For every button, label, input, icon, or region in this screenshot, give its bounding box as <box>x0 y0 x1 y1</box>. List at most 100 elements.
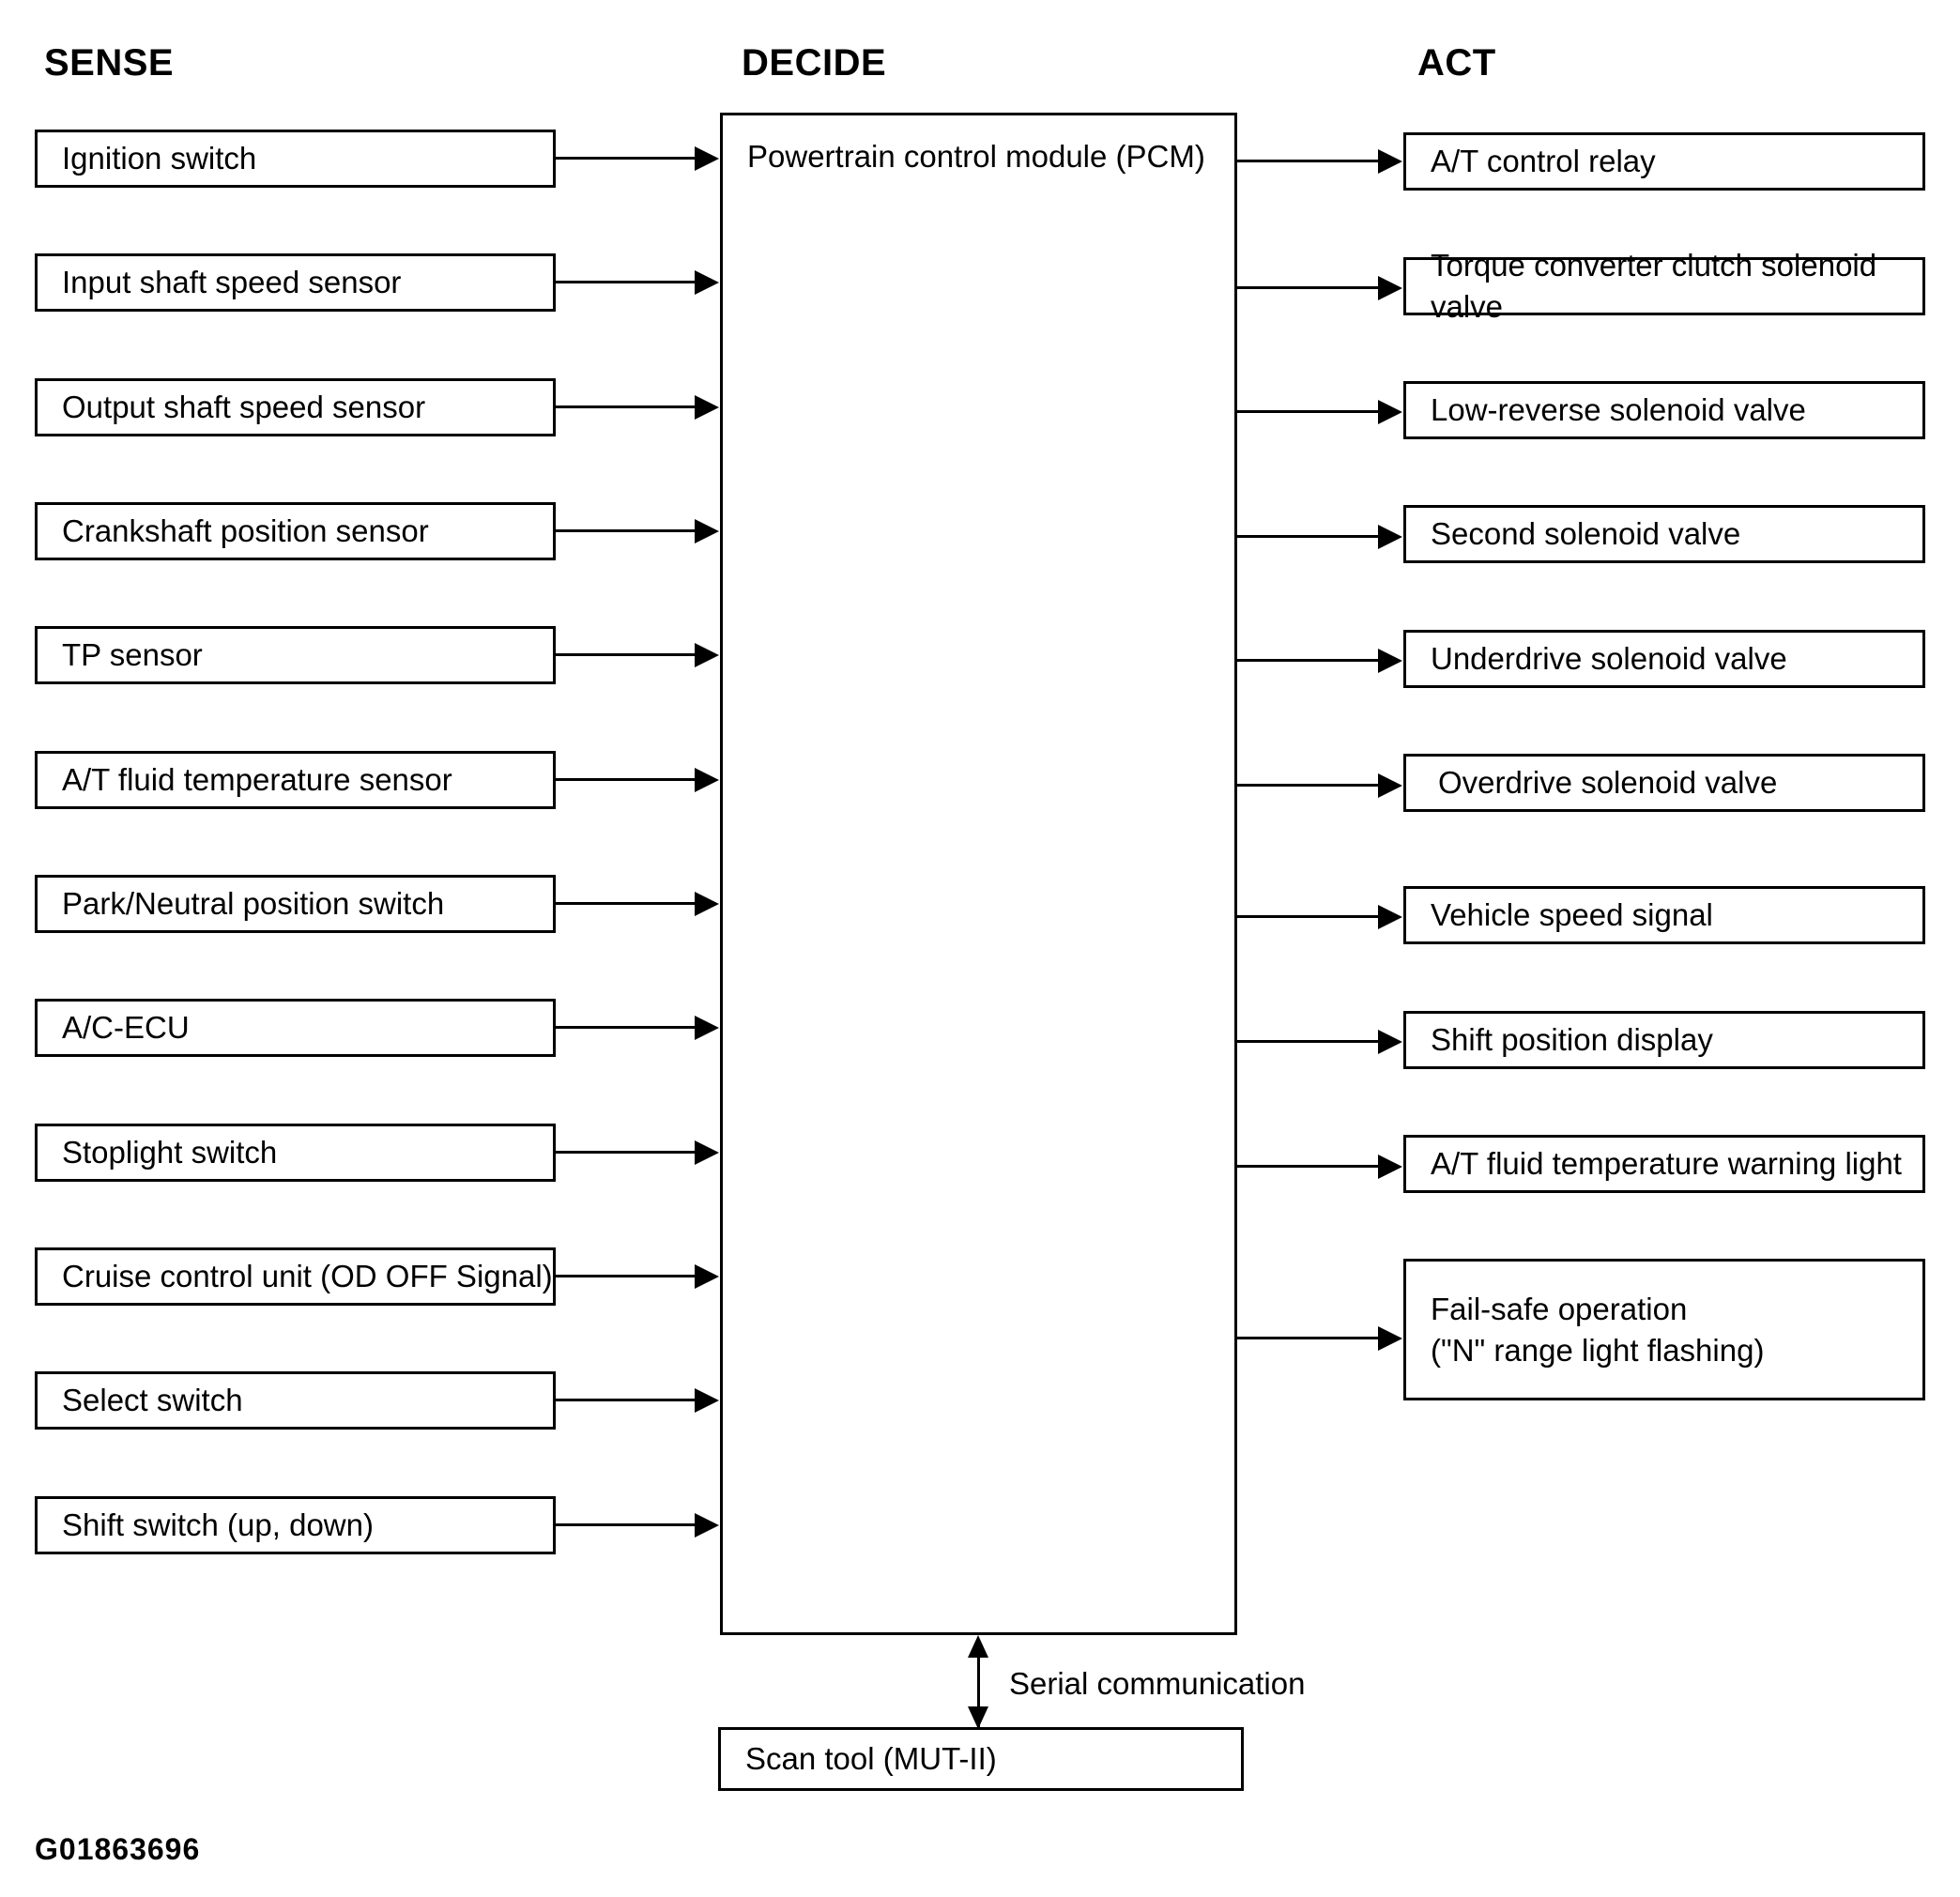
connector-sense-3 <box>556 405 695 408</box>
act-node-label: Torque converter clutch solenoid valve <box>1431 248 1877 324</box>
connector-sense-6 <box>556 778 695 781</box>
connector-act-6 <box>1237 784 1378 787</box>
sense-node-park-neutral-position-switch[interactable]: Park/Neutral position switch <box>35 875 556 933</box>
arrowhead-sense-2-icon <box>695 270 719 295</box>
connector-sense-10 <box>556 1275 695 1277</box>
arrowhead-act-2-icon <box>1378 276 1402 300</box>
act-node-low-reverse-solenoid-valve[interactable]: Low-reverse solenoid valve <box>1403 381 1925 439</box>
act-node-label: A/T fluid temperature warning light <box>1431 1146 1902 1182</box>
act-node-label: A/T control relay <box>1431 144 1656 179</box>
connector-sense-7 <box>556 902 695 905</box>
act-node-at-fluid-temperature-warning-light[interactable]: A/T fluid temperature warning light <box>1403 1135 1925 1193</box>
connector-sense-2 <box>556 281 695 283</box>
serial-communication-label: Serial communication <box>1009 1666 1306 1701</box>
scan-tool-node[interactable]: Scan tool (MUT-II) <box>718 1727 1244 1791</box>
act-node-label: Second solenoid valve <box>1431 516 1741 552</box>
arrowhead-sense-1-icon <box>695 146 719 171</box>
connector-act-4 <box>1237 535 1378 538</box>
sense-node-label: Ignition switch <box>62 141 257 176</box>
act-node-label: Shift position display <box>1431 1022 1713 1058</box>
connector-sense-4 <box>556 529 695 532</box>
arrowhead-act-6-icon <box>1378 773 1402 798</box>
sense-node-input-shaft-speed-sensor[interactable]: Input shaft speed sensor <box>35 253 556 312</box>
arrowhead-sense-7-icon <box>695 892 719 916</box>
connector-act-10 <box>1237 1337 1378 1339</box>
arrowhead-act-8-icon <box>1378 1030 1402 1054</box>
sense-node-label: Crankshaft position sensor <box>62 513 429 549</box>
arrowhead-sense-8-icon <box>695 1016 719 1040</box>
sense-node-label: A/T fluid temperature sensor <box>62 762 452 798</box>
act-node-shift-position-display[interactable]: Shift position display <box>1403 1011 1925 1069</box>
sense-node-crankshaft-position-sensor[interactable]: Crankshaft position sensor <box>35 502 556 560</box>
arrowhead-sense-3-icon <box>695 395 719 420</box>
arrowhead-act-7-icon <box>1378 905 1402 929</box>
act-node-fail-safe-operation[interactable]: Fail-safe operation ("N" range light fla… <box>1403 1259 1925 1400</box>
act-node-torque-converter-clutch-solenoid-valve[interactable]: Torque converter clutch solenoid valve <box>1403 248 1925 324</box>
connector-act-8 <box>1237 1040 1378 1043</box>
sense-node-label: Stoplight switch <box>62 1135 278 1170</box>
pcm-node-label: Powertrain control module (PCM) <box>747 139 1205 174</box>
figure-id-code: G01863696 <box>35 1832 201 1866</box>
arrowhead-act-5-icon <box>1378 649 1402 673</box>
act-node-label: Underdrive solenoid valve <box>1431 641 1787 677</box>
arrowhead-act-4-icon <box>1378 525 1402 549</box>
arrowhead-sense-10-icon <box>695 1264 719 1289</box>
connector-act-2 <box>1237 286 1378 289</box>
connector-act-1 <box>1237 160 1378 162</box>
arrowhead-sense-9-icon <box>695 1140 719 1165</box>
connector-act-9 <box>1237 1165 1378 1168</box>
act-node-second-solenoid-valve[interactable]: Second solenoid valve <box>1403 505 1925 563</box>
arrowhead-sense-12-icon <box>695 1513 719 1537</box>
arrowhead-sense-4-icon <box>695 519 719 543</box>
sense-node-label: TP sensor <box>62 637 203 673</box>
sense-node-label: Cruise control unit (OD OFF Signal) <box>62 1259 553 1294</box>
connector-act-3 <box>1237 410 1378 413</box>
arrowhead-sense-6-icon <box>695 768 719 792</box>
sense-node-shift-switch[interactable]: Shift switch (up, down) <box>35 1496 556 1554</box>
connector-act-7 <box>1237 915 1378 918</box>
sense-node-output-shaft-speed-sensor[interactable]: Output shaft speed sensor <box>35 378 556 436</box>
arrowhead-serial-down-icon <box>968 1706 988 1729</box>
scan-tool-label: Scan tool (MUT-II) <box>745 1741 997 1777</box>
sense-node-cruise-control-unit[interactable]: Cruise control unit (OD OFF Signal) <box>35 1247 556 1306</box>
sense-node-tp-sensor[interactable]: TP sensor <box>35 626 556 684</box>
arrowhead-serial-up-icon <box>968 1635 988 1658</box>
sense-node-label: Select switch <box>62 1383 243 1418</box>
arrowhead-sense-11-icon <box>695 1388 719 1413</box>
sense-node-label: Park/Neutral position switch <box>62 886 445 922</box>
pcm-node[interactable]: Powertrain control module (PCM) <box>720 113 1237 1635</box>
sense-node-ac-ecu[interactable]: A/C-ECU <box>35 999 556 1057</box>
column-heading-sense: SENSE <box>44 42 175 84</box>
connector-sense-1 <box>556 157 695 160</box>
column-heading-act: ACT <box>1417 42 1496 84</box>
act-node-vehicle-speed-signal[interactable]: Vehicle speed signal <box>1403 886 1925 944</box>
sense-node-at-fluid-temperature-sensor[interactable]: A/T fluid temperature sensor <box>35 751 556 809</box>
act-node-label: Overdrive solenoid valve <box>1438 765 1778 801</box>
act-node-overdrive-solenoid-valve[interactable]: Overdrive solenoid valve <box>1403 754 1925 812</box>
sense-node-stoplight-switch[interactable]: Stoplight switch <box>35 1124 556 1182</box>
connector-serial-communication <box>977 1645 980 1727</box>
sense-node-label: Output shaft speed sensor <box>62 390 426 425</box>
arrowhead-act-10-icon <box>1378 1326 1402 1351</box>
sense-node-ignition-switch[interactable]: Ignition switch <box>35 130 556 188</box>
arrowhead-act-9-icon <box>1378 1155 1402 1179</box>
sense-node-label: Input shaft speed sensor <box>62 265 402 300</box>
sense-node-label: A/C-ECU <box>62 1010 190 1046</box>
arrowhead-act-3-icon <box>1378 400 1402 424</box>
connector-sense-8 <box>556 1026 695 1029</box>
sense-node-label: Shift switch (up, down) <box>62 1507 374 1543</box>
connector-sense-9 <box>556 1151 695 1154</box>
act-node-label: Low-reverse solenoid valve <box>1431 392 1806 428</box>
act-node-label: Vehicle speed signal <box>1431 897 1713 933</box>
act-node-label: Fail-safe operation ("N" range light fla… <box>1431 1291 1765 1368</box>
sense-node-select-switch[interactable]: Select switch <box>35 1371 556 1430</box>
column-heading-decide: DECIDE <box>742 42 887 84</box>
act-node-at-control-relay[interactable]: A/T control relay <box>1403 132 1925 191</box>
act-node-underdrive-solenoid-valve[interactable]: Underdrive solenoid valve <box>1403 630 1925 688</box>
connector-act-5 <box>1237 659 1378 662</box>
arrowhead-sense-5-icon <box>695 643 719 667</box>
connector-sense-12 <box>556 1523 695 1526</box>
arrowhead-act-1-icon <box>1378 149 1402 174</box>
connector-sense-11 <box>556 1399 695 1401</box>
